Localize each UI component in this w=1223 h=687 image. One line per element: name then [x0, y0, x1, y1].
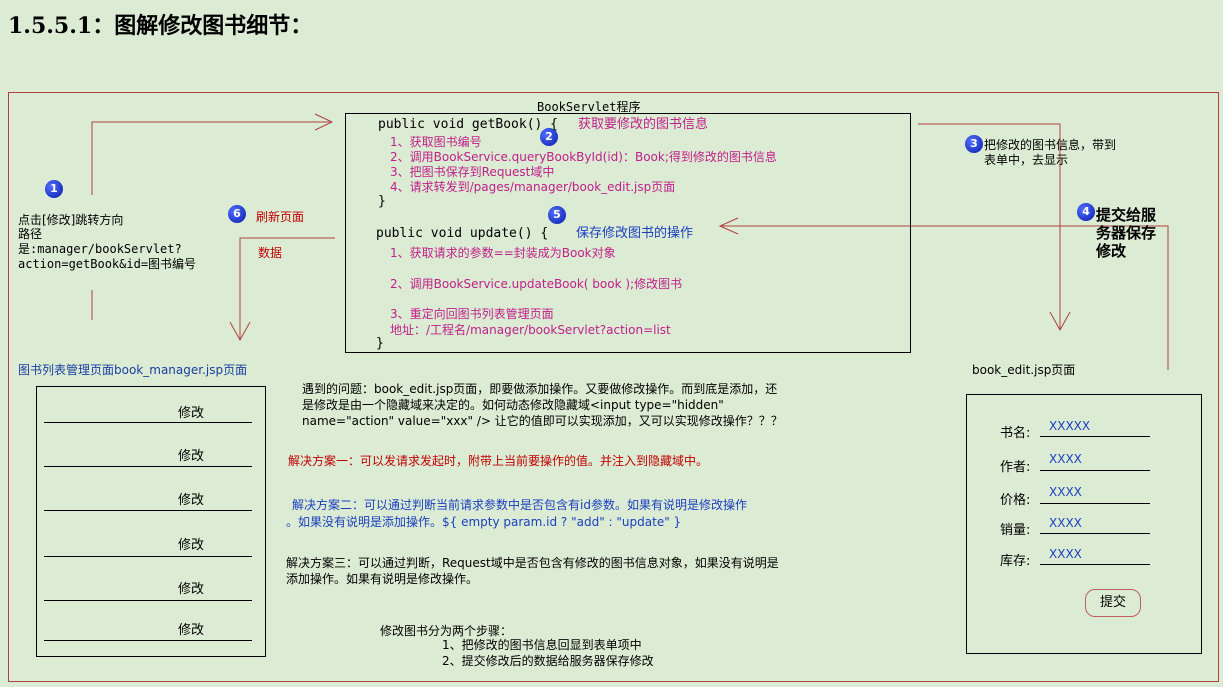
field-label: 作者: — [1000, 460, 1031, 475]
problem-line: 遇到的问题：book_edit.jsp页面，即要做添加操作。又要做修改操作。而到… — [302, 382, 778, 396]
step3-note-line: 表单中，去显示 — [984, 153, 1069, 167]
edit-page-box — [966, 394, 1202, 654]
left-note-line: 路径 — [18, 227, 43, 241]
submit-button[interactable]: 提交 — [1085, 589, 1141, 617]
refresh-page-label: 刷新页面 — [256, 210, 305, 224]
step-badge-1: 1 — [45, 180, 63, 198]
solution-two-line: 。如果没有说明是添加操作。${ empty param.id ? "add" :… — [286, 515, 682, 529]
arrow-servlet-to-edit — [918, 123, 1061, 330]
edit-page-title: book_edit.jsp页面 — [972, 363, 1076, 377]
author-field[interactable]: XXXX — [1049, 452, 1082, 466]
arrow-redirect-to-manager — [239, 237, 335, 340]
modify-link[interactable]: 修改 — [178, 623, 205, 638]
modify-link[interactable]: 修改 — [178, 538, 205, 553]
step-badge-4: 4 — [1077, 203, 1095, 221]
modify-link[interactable]: 修改 — [178, 449, 205, 464]
getbook-step: 1、获取图书编号 — [390, 135, 482, 149]
solution-two-line: 解决方案二：可以通过判断当前请求参数中是否包含有id参数。如果有说明是修改操作 — [292, 498, 747, 512]
step4-note-line: 修改 — [1096, 242, 1127, 260]
manager-page-box — [36, 386, 266, 657]
arrow-submit-to-servlet — [720, 225, 1169, 370]
getbook-step: 4、请求转发到/pages/manager/book_edit.jsp页面 — [390, 180, 676, 194]
update-step: 1、获取请求的参数==封装成为Book对象 — [390, 246, 616, 260]
summary-title: 修改图书分为两个步骤： — [380, 624, 513, 638]
solution-three-line: 添加操作。如果有说明是修改操作。 — [286, 572, 479, 586]
step-badge-2: 2 — [540, 128, 558, 146]
solution-three-line: 解决方案三：可以通过判断，Request域中是否包含有修改的图书信息对象，如果没… — [286, 556, 779, 570]
step3-note-line: 把修改的图书信息，带到 — [984, 138, 1117, 152]
left-note-line: action=getBook&id=图书编号 — [18, 257, 197, 271]
page-heading: 1.5.5.1：图解修改图书细节： — [8, 13, 313, 39]
update-step: 2、调用BookService.updateBook( book );修改图书 — [390, 277, 683, 291]
diagram-frame — [8, 92, 1219, 682]
modify-link[interactable]: 修改 — [178, 582, 205, 597]
getbook-comment: 获取要修改的图书信息 — [578, 117, 709, 132]
update-signature: public void update() { — [376, 226, 549, 241]
getbook-step: 2、调用BookService.queryBookById(id)：Book;得… — [390, 150, 777, 164]
step4-note-line: 提交给服 — [1096, 206, 1157, 224]
stock-field[interactable]: XXXX — [1049, 547, 1082, 561]
step-badge-6: 6 — [228, 205, 246, 223]
field-label: 销量: — [1000, 523, 1031, 538]
update-comment: 保存修改图书的操作 — [576, 226, 694, 241]
field-label: 价格: — [1000, 493, 1031, 508]
data-label: 数据 — [258, 246, 283, 260]
problem-line: 是修改是由一个隐藏域来决定的。如何动态修改隐藏域<input type="hid… — [302, 398, 724, 412]
summary-step: 2、提交修改后的数据给服务器保存修改 — [442, 654, 654, 668]
sales-field[interactable]: XXXX — [1049, 516, 1082, 530]
solution-one: 解决方案一：可以发请求发起时，附带上当前要操作的值。并注入到隐藏域中。 — [288, 454, 709, 468]
getbook-close: } — [378, 194, 386, 209]
manager-page-title: 图书列表管理页面book_manager.jsp页面 — [18, 363, 248, 377]
problem-line: name="action" value="xxx" /> 让它的值即可以实现添加… — [302, 414, 783, 428]
update-step: 3、重定向回图书列表管理页面 — [390, 307, 554, 321]
update-step-address: 地址：/工程名/manager/bookServlet?action=list — [390, 323, 671, 337]
title-field[interactable]: XXXXX — [1049, 419, 1091, 433]
left-note-line: 点击[修改]跳转方向 — [18, 213, 124, 227]
field-label: 书名: — [1000, 426, 1031, 441]
field-label: 库存: — [1000, 554, 1031, 569]
getbook-signature: public void getBook() { — [378, 117, 559, 132]
modify-link[interactable]: 修改 — [178, 493, 205, 508]
getbook-step: 3、把图书保存到Request域中 — [390, 165, 555, 179]
summary-step: 1、把修改的图书信息回显到表单项中 — [442, 638, 642, 652]
modify-link[interactable]: 修改 — [178, 406, 205, 421]
price-field[interactable]: XXXX — [1049, 485, 1082, 499]
step4-note-line: 务器保存 — [1096, 224, 1157, 242]
step-badge-5: 5 — [548, 206, 566, 224]
servlet-title: BookServlet程序 — [537, 100, 641, 114]
step-badge-3: 3 — [965, 135, 983, 153]
left-note-line: 是:manager/bookServlet? — [18, 242, 182, 256]
servlet-box — [345, 113, 911, 353]
arrow-click-to-servlet — [91, 121, 330, 195]
update-close: } — [376, 336, 384, 351]
